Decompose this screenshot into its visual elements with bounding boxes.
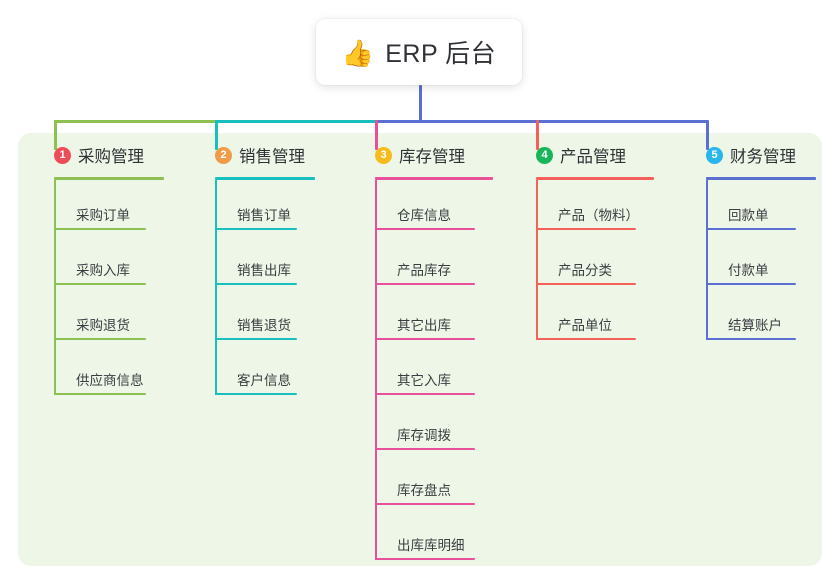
list-item-label: 采购入库	[76, 263, 130, 278]
thumbs-up-icon: 👍	[341, 38, 375, 68]
branch-header-rule	[706, 177, 816, 180]
list-item-label: 销售订单	[237, 208, 291, 223]
branch-header-rule	[536, 177, 654, 180]
branch-stub-5	[706, 120, 709, 150]
list-item-rule	[375, 283, 475, 285]
list-item-label: 供应商信息	[76, 373, 144, 388]
branch-title: 采购管理	[78, 148, 144, 166]
list-item-rule	[375, 503, 475, 505]
list-item-rule	[54, 338, 146, 340]
branch-spine	[706, 180, 708, 340]
branch-title: 销售管理	[239, 148, 305, 166]
bus-segment-2	[215, 120, 377, 123]
branch-spine	[536, 180, 538, 340]
branch-column: 5 财务管理回款单付款单结算账户	[688, 144, 816, 340]
branch-stub-4	[536, 120, 539, 150]
list-item-rule	[375, 448, 475, 450]
root-node[interactable]: 👍 ERP 后台	[316, 19, 522, 85]
list-item-label: 产品库存	[397, 263, 451, 278]
list-item-label: 产品单位	[558, 318, 612, 333]
list-item-rule	[706, 228, 796, 230]
branch-stub-2	[215, 120, 218, 150]
list-item-label: 销售退货	[237, 318, 291, 333]
branch-number-badge: 2	[215, 146, 232, 164]
list-item-rule	[215, 283, 297, 285]
branch-spine	[215, 180, 217, 395]
list-item-label: 采购订单	[76, 208, 130, 223]
branch-header-2[interactable]: 2 销售管理	[197, 144, 305, 166]
branch-column: 4 产品管理产品（物料） 产品分类产品单位	[518, 144, 654, 340]
list-item-label: 结算账户	[728, 318, 782, 333]
list-item-rule	[54, 228, 146, 230]
list-item-rule	[375, 228, 475, 230]
list-item-rule	[54, 283, 146, 285]
list-item-label: 销售出库	[237, 263, 291, 278]
branch-header-rule	[54, 177, 164, 180]
branch-title: 库存管理	[399, 148, 465, 166]
list-item-rule	[215, 228, 297, 230]
branch-title: 财务管理	[730, 148, 796, 166]
list-item-rule	[375, 338, 475, 340]
list-item-label: 客户信息	[237, 373, 291, 388]
branch-number-badge: 3	[375, 146, 392, 164]
bus-segment-1	[54, 120, 217, 123]
branch-column: 2 销售管理销售订单销售出库销售退货客户信息	[197, 144, 315, 395]
branch-column: 1 采购管理采购订单采购入库采购退货供应商信息	[36, 144, 164, 395]
list-item-label: 采购退货	[76, 318, 130, 333]
branch-number-badge: 1	[54, 146, 71, 164]
bus-segment-3	[375, 120, 708, 123]
branch-number-badge: 4	[536, 146, 553, 164]
list-item-label: 产品（物料）	[558, 208, 639, 223]
list-item-rule	[215, 393, 297, 395]
list-item-label: 其它出库	[397, 318, 451, 333]
branch-header-3[interactable]: 3 库存管理	[357, 144, 465, 166]
root-drop-line	[419, 85, 422, 123]
branch-column: 3 库存管理仓库信息产品库存其它出库其它入库库存调拨库存盘点出库库明细	[357, 144, 493, 560]
list-item-rule	[536, 228, 636, 230]
list-item-rule	[706, 338, 796, 340]
branch-header-rule	[375, 177, 493, 180]
list-item-rule	[375, 558, 475, 560]
list-item-rule	[536, 338, 636, 340]
list-item-label: 其它入库	[397, 373, 451, 388]
branch-stub-3	[375, 120, 378, 150]
list-item-label: 库存调拨	[397, 428, 451, 443]
list-item-label: 付款单	[728, 263, 769, 278]
list-item-label: 回款单	[728, 208, 769, 223]
list-item-rule	[536, 283, 636, 285]
list-item-rule	[215, 338, 297, 340]
branch-title: 产品管理	[560, 148, 626, 166]
branch-number-badge: 5	[706, 146, 723, 164]
branch-header-1[interactable]: 1 采购管理	[36, 144, 144, 166]
list-item-label: 库存盘点	[397, 483, 451, 498]
list-item-rule	[54, 393, 146, 395]
list-item-rule	[706, 283, 796, 285]
list-item-label: 出库库明细	[397, 538, 465, 553]
branches-panel	[18, 133, 822, 566]
list-item-label: 产品分类	[558, 263, 612, 278]
list-item-rule	[375, 393, 475, 395]
list-item-label: 仓库信息	[397, 208, 451, 223]
branch-spine	[375, 180, 377, 560]
branch-spine	[54, 180, 56, 395]
branch-header-5[interactable]: 5 财务管理	[688, 144, 796, 166]
branch-header-4[interactable]: 4 产品管理	[518, 144, 626, 166]
branch-header-rule	[215, 177, 315, 180]
branch-stub-1	[54, 120, 57, 150]
root-title: ERP 后台	[385, 40, 497, 68]
